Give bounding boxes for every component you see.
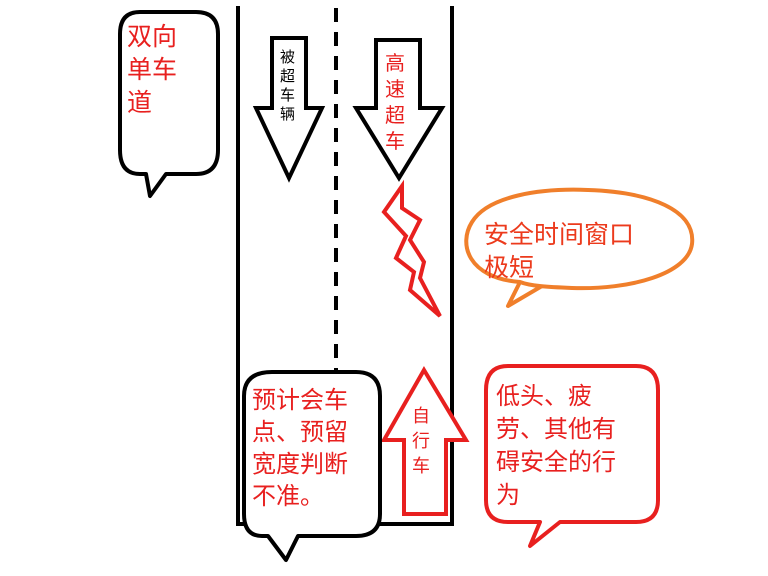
own-vehicle-label: 自 行 车 [412,406,430,477]
judgment-bubble [242,370,382,562]
own-vehicle-arrow [380,366,470,516]
speeding-overtake-label: 高 速 超 车 [385,51,405,153]
lightning-icon [381,179,442,318]
overtaken-vehicle-label: 被 超 车 辆 [280,48,296,123]
safety-window-bubble [464,187,695,308]
judgment-label: 预计会车 点、预留 宽度判断 不准。 [252,386,348,510]
two-way-road-label: 双向 单车 道 [127,22,178,117]
two-way-road-bubble [118,10,220,198]
distraction-bubble [484,364,660,548]
overtaken-vehicle-arrow [252,36,326,183]
distraction-label: 低头、疲 劳、其他有 碍安全的行 为 [496,382,616,509]
speeding-overtake-arrow [352,38,446,182]
safety-window-label: 安全时间窗口 极短 [484,220,635,282]
